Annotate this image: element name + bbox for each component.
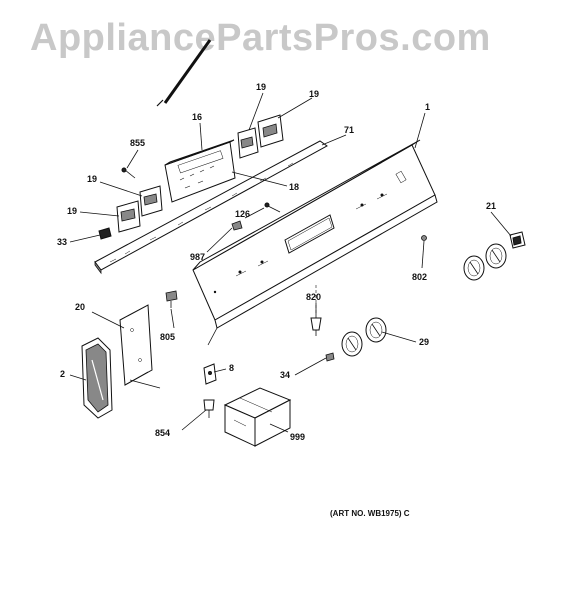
switch-19-low (116, 200, 141, 233)
callout-29: 29 (419, 337, 429, 347)
knob-right-2 (485, 243, 507, 269)
callout-999: 999 (290, 432, 305, 442)
clip-987 (231, 220, 243, 231)
switch-19-top-right (257, 114, 284, 148)
clip-8 (203, 363, 217, 385)
callout-805: 805 (160, 332, 175, 342)
callout-2: 2 (60, 369, 65, 379)
callout-8: 8 (229, 363, 234, 373)
callout-820: 820 (306, 292, 321, 302)
screw-802 (421, 235, 427, 241)
switch-19-top-left (237, 127, 259, 159)
callout-16: 16 (192, 112, 202, 122)
screw-854 (203, 399, 215, 418)
clip-33 (98, 227, 112, 240)
callout-126: 126 (235, 209, 250, 219)
leader-lines (69, 92, 512, 433)
callout-802: 802 (412, 272, 427, 282)
knob-right-1 (463, 255, 485, 281)
screw-805 (165, 290, 178, 308)
control-panel-1 (192, 139, 438, 346)
nut-34 (325, 352, 335, 362)
callout-21: 21 (486, 201, 496, 211)
screw-855 (121, 167, 136, 179)
callout-71: 71 (344, 125, 354, 135)
callout-855: 855 (130, 138, 145, 148)
rod-part (156, 39, 212, 107)
box-999 (223, 387, 292, 447)
bracket-20 (119, 304, 161, 389)
watermark-text: AppliancePartsPros.com (30, 17, 491, 59)
callout-33: 33 (57, 237, 67, 247)
knob-29-1 (341, 331, 363, 357)
callout-19-c: 19 (87, 174, 97, 184)
callout-19-a: 19 (256, 82, 266, 92)
end-cap-2 (81, 337, 113, 419)
callout-1: 1 (425, 102, 430, 112)
knob-29-2 (365, 317, 387, 343)
callout-19-b: 19 (309, 89, 319, 99)
art-number: (ART NO. WB1975) C (330, 509, 410, 518)
callout-34: 34 (280, 370, 290, 380)
callout-854: 854 (155, 428, 170, 438)
switch-21 (509, 231, 526, 249)
control-board-16 (164, 139, 236, 203)
callout-987: 987 (190, 252, 205, 262)
callout-20: 20 (75, 302, 85, 312)
switch-19-mid (139, 185, 163, 217)
callout-18: 18 (289, 182, 299, 192)
screw-126 (264, 202, 281, 213)
callout-19-d: 19 (67, 206, 77, 216)
